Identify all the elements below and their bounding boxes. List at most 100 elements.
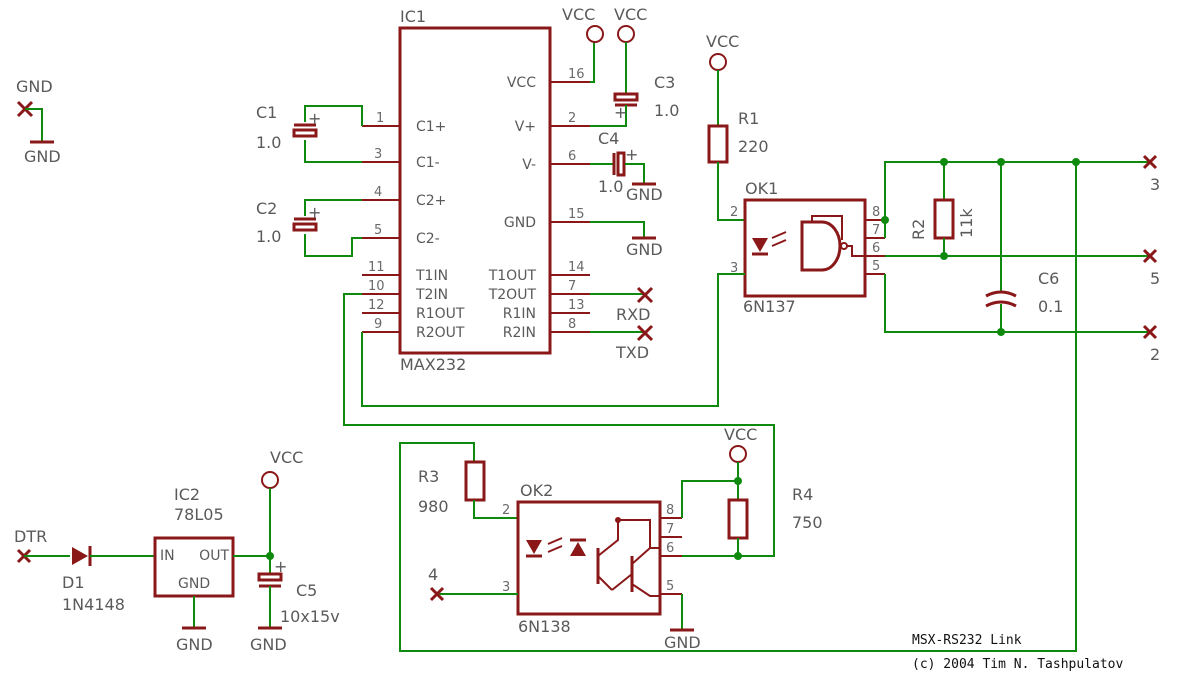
c1-ref: C1 [256,103,277,122]
ic1-pin-name: GND [504,215,536,231]
resistor-r2: R2 11k [909,158,976,260]
c3-ref: C3 [654,73,675,92]
conn4-terminal: 4 [428,565,518,602]
ic1-value: MAX232 [400,355,466,374]
ok1-ref: OK1 [745,179,778,198]
ic2-ref: IC2 [174,485,200,504]
r2-ref: R2 [909,219,928,240]
gnd-label: GND [250,635,287,654]
ic1-pin-num: 2 [568,111,576,126]
ic1-pin-num: 4 [374,185,382,200]
ok1-pin-num: 5 [872,259,880,274]
ok1-6n137: OK1 6N137 2 3 8 7 6 5 [730,179,885,316]
ic1-pin-num: 6 [568,149,576,164]
gnd-label: GND [664,633,701,652]
ok2-pin-num: 2 [502,503,510,518]
ic1-pin-name: T2OUT [488,287,537,303]
rxd-txd-terminals: RXD TXD [590,286,654,362]
ok1-pin-num: 6 [872,241,880,256]
ok2-pin-num: 3 [502,580,510,595]
ic1-pin-num: 15 [568,207,585,222]
ok1-pin-num: 3 [730,261,738,276]
ic1-pin-num: 14 [568,260,585,275]
txd-label: TXD [615,343,649,362]
c3-value: 1.0 [654,101,679,120]
ic1-pin-name: R2OUT [416,325,465,341]
gnd-label: GND [626,185,663,204]
conn-pin-5: 5 [1150,269,1160,288]
drawing-title: MSX-RS232 Link [912,633,1022,648]
conn-pin-2: 2 [1150,345,1160,364]
ic1-pin-name: R2IN [503,325,536,341]
vcc-label: VCC [724,425,757,444]
ok1-value: 6N137 [743,297,796,316]
ok1-pin-num: 7 [872,223,880,238]
ic2-in-label: IN [160,548,175,564]
ic1-pin-name: T1OUT [488,268,537,284]
ic1-pin-name: R1OUT [416,306,465,322]
wire-ok1-to-r2out [361,273,745,407]
ok1-pin-num: 8 [872,205,880,220]
r2-value: 11k [957,208,976,238]
ok2-gnd: GND [664,594,701,652]
r1-value: 220 [738,137,769,156]
resistor-r1: VCC R1 220 [706,32,769,221]
conn-pin-4: 4 [428,565,438,584]
c4-value: 1.0 [598,177,623,196]
connector-nets: 3 5 2 [881,154,1160,364]
gnd-label-bottom: GND [24,147,61,166]
capacitor-c3: VCC + C3 1.0 [590,5,679,127]
capacitor-c4: + C4 1.0 GND [590,129,663,204]
ok2-6n138: OK2 6N138 2 3 8 7 6 5 [502,481,682,636]
ic1-ref: IC1 [400,7,426,26]
ic2-out-label: OUT [199,548,229,564]
gnd-label: GND [176,635,213,654]
wire-t2in-to-ok2 [343,293,775,557]
r3-value: 980 [418,497,449,516]
d1-ref: D1 [62,573,85,592]
ic1-pin-num: 3 [374,147,382,162]
ok2-pin-num: 5 [666,579,674,594]
vcc-label: VCC [706,32,739,51]
conn-pin-3: 3 [1150,175,1160,194]
ic1-pin-name: T1IN [415,268,448,284]
ic1-pin-num: 7 [568,279,576,294]
ok2-ref: OK2 [520,481,553,500]
c1-value: 1.0 [256,133,281,152]
ic1-pin-num: 9 [374,317,382,332]
ic1-pin-num: 1 [376,111,384,126]
gnd-label: GND [626,240,663,259]
ic1-max232: IC1 MAX232 1 3 4 5 11 10 12 9 C1+ C1- C2… [362,7,590,374]
c6-ref: C6 [1038,269,1059,288]
c2-ref: C2 [256,199,277,218]
ic1-pin-name: C2- [416,231,440,247]
ic2-value: 78L05 [174,505,224,524]
ok2-value: 6N138 [518,617,571,636]
ok2-pin-num: 8 [666,503,674,518]
c2-value: 1.0 [256,227,281,246]
ic1-pin-name: V+ [515,119,536,135]
ok2-pin-num: 7 [666,522,674,537]
c2-plus-sign: + [308,203,321,222]
c1-plus-sign: + [308,109,321,128]
ic1-gnd: GND [590,221,663,259]
capacitor-c1: + C1 1.0 [256,103,363,163]
dtr-label: DTR [14,527,47,546]
r3-ref: R3 [418,467,439,486]
r4-ref: R4 [792,485,813,504]
vcc-label: VCC [614,5,647,24]
ic1-pin-name: C1- [416,155,440,171]
r4-value: 750 [792,513,823,532]
capacitor-c6: C6 0.1 [985,158,1063,336]
ic1-pin-num: 13 [568,298,585,313]
resistor-r3: R3 980 [418,460,518,519]
vcc-label: VCC [270,448,303,467]
ic2-gnd-label: GND [178,576,210,592]
ic1-pin-num: 8 [568,317,576,332]
ic1-pin-name: C2+ [416,193,446,209]
vcc-ic1: VCC [562,5,604,83]
ic1-pin-num: 10 [368,279,385,294]
d1-value: 1N4148 [62,595,125,614]
c5-plus-sign: + [274,557,287,576]
